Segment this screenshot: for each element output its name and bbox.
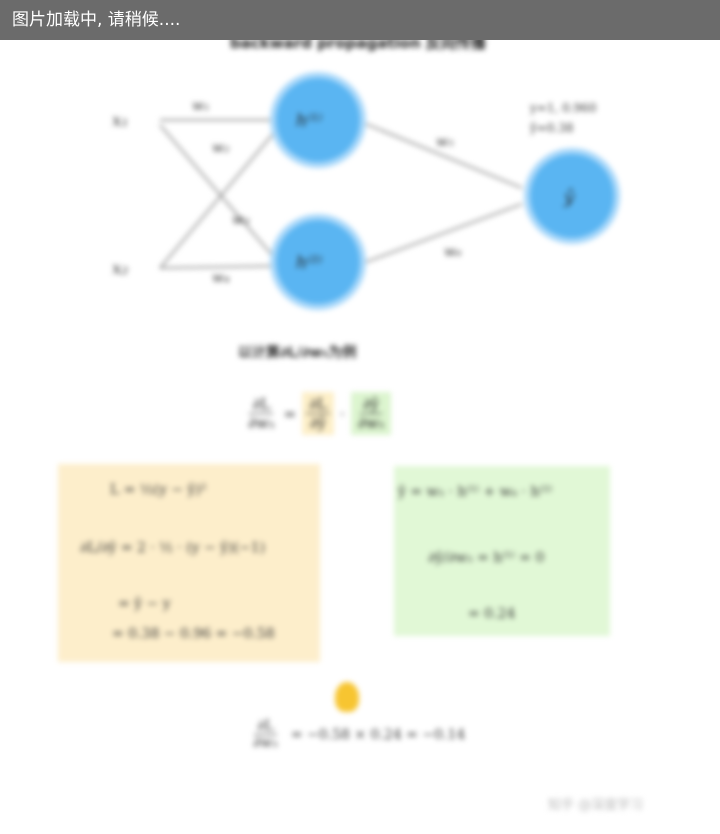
- lhs-numerator: ∂L: [249, 395, 274, 414]
- term2-denominator: ∂w₅: [357, 414, 385, 432]
- output-derivative-value: = 0.24: [468, 606, 516, 622]
- hidden-label-2: h⁽²⁾: [296, 253, 322, 273]
- loss-derivative-simplified: = ŷ − y: [118, 596, 171, 612]
- edge-x2-h1: [159, 127, 279, 269]
- term-dyhat-dw5: ∂ŷ ∂w₅: [350, 392, 392, 435]
- loss-derivative-step: ∂L/∂ŷ = 2 · ½ · (y − ŷ)(−1): [80, 540, 266, 556]
- loss-derivative-box: L = ½(y − ŷ)² ∂L/∂ŷ = 2 · ½ · (y − ŷ)(−1…: [58, 464, 320, 662]
- output-label: ŷ: [563, 187, 575, 208]
- input-label-x1: x₁: [112, 111, 128, 131]
- output-note-line-2: ŷ=0.38: [529, 121, 574, 135]
- term1-denominator: ∂ŷ: [309, 414, 327, 432]
- weight-label-w3: w₃: [232, 212, 250, 228]
- term1-numerator: ∂L: [306, 395, 330, 414]
- weight-label-w6: w₆: [444, 244, 462, 260]
- term2-numerator: ∂ŷ: [359, 395, 383, 414]
- equals-sign: =: [283, 404, 297, 423]
- weight-label-w5: w₅: [436, 134, 454, 150]
- lhs-denominator: ∂w₅: [248, 414, 275, 432]
- output-note-line-1: y=1, 0.960: [529, 101, 596, 115]
- final-result: ∂L ∂w₅ = −0.58 × 0.24 = −0.14: [250, 718, 465, 751]
- loading-banner: 图片加载中, 请稍候....: [0, 0, 720, 40]
- input-label-x2: x₂: [112, 259, 129, 279]
- output-formula: ŷ = w₅ · h⁽¹⁾ + w₆ · h⁽²⁾: [398, 484, 553, 500]
- result-value: = −0.58 × 0.24 = −0.14: [290, 726, 466, 743]
- output-derivative-box: ŷ = w₅ · h⁽¹⁾ + w₆ · h⁽²⁾ ∂ŷ/∂w₅ = h⁽¹⁾ …: [394, 466, 610, 636]
- lightbulb-icon: [335, 682, 359, 712]
- term-dl-dyhat: ∂L ∂ŷ: [302, 392, 334, 435]
- weight-label-w4: w₄: [212, 270, 230, 286]
- edge-x2-h2: [159, 265, 279, 269]
- watermark: 知乎 @深度学习: [548, 798, 644, 813]
- hidden-label-1: h⁽¹⁾: [296, 111, 322, 131]
- lhs-fraction: ∂L ∂w₅: [245, 395, 278, 432]
- example-caption: 以计算∂L/∂w₅为例: [238, 345, 357, 361]
- chain-rule-equation: ∂L ∂w₅ = ∂L ∂ŷ · ∂ŷ ∂w₅: [245, 392, 392, 435]
- weight-label-w1: w₁: [192, 98, 210, 114]
- edge-h1-y: [365, 123, 523, 189]
- result-fraction: ∂L ∂w₅: [250, 718, 281, 751]
- loss-derivative-value: = 0.38 − 0.96 = −0.58: [112, 626, 275, 642]
- edge-h2-y: [365, 203, 523, 263]
- multiply-dot: ·: [339, 404, 345, 423]
- result-numerator: ∂L: [254, 718, 277, 735]
- result-denominator: ∂w₅: [253, 735, 278, 751]
- loss-formula: L = ½(y − ŷ)²: [110, 482, 207, 498]
- weight-label-w2: w₂: [212, 140, 230, 156]
- output-derivative: ∂ŷ/∂w₅ = h⁽¹⁾ = 0: [428, 550, 545, 566]
- edge-x1-h2: [159, 124, 279, 263]
